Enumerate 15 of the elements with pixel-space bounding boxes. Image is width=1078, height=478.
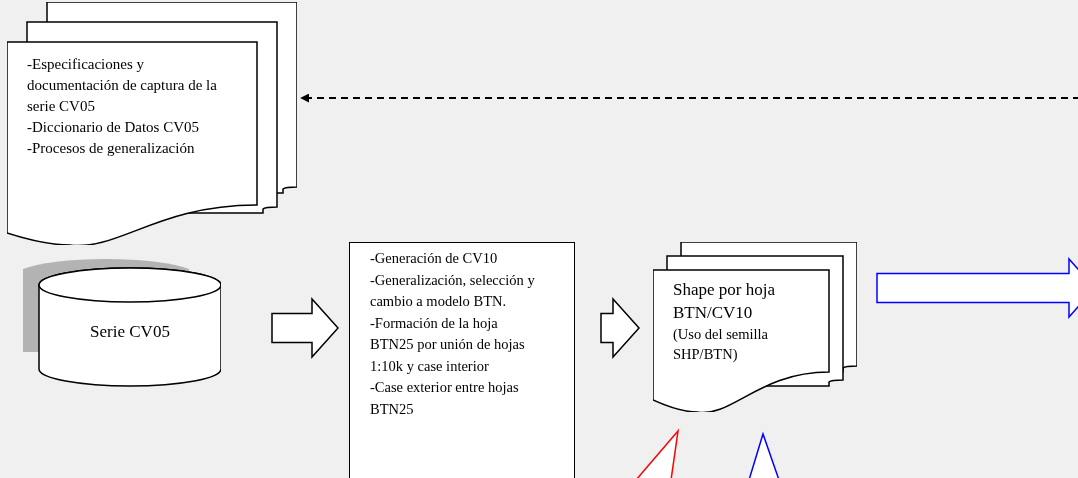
process-box xyxy=(349,242,575,478)
block-arrow xyxy=(271,297,339,359)
document-text: -Diccionario de Datos CV05 xyxy=(27,118,201,137)
block-arrow xyxy=(876,257,1078,319)
document-text: -Procesos de generalización xyxy=(27,139,196,158)
process-step-text: -Case exterior entre hojas BTN25 xyxy=(370,378,520,419)
document-text: -Especificaciones y documentación de captura de la serie CV05 xyxy=(27,55,218,116)
process-step-text: -Formación de la hoja BTN25 por unión de hojas 1:10k y case interior xyxy=(370,313,526,376)
block-arrow xyxy=(600,297,640,359)
process-step-text: -Generalización, selección y cambio a modelo BTN. xyxy=(370,270,536,311)
process-step-text: -Generación de CV10 xyxy=(370,249,499,268)
dashed-arrow xyxy=(300,93,1078,103)
document-text: (Uso del semilla SHP/BTN) xyxy=(673,325,770,364)
document-text: Shape por hoja BTN/CV10 xyxy=(673,279,776,324)
database-label: Serie CV05 xyxy=(90,321,170,344)
